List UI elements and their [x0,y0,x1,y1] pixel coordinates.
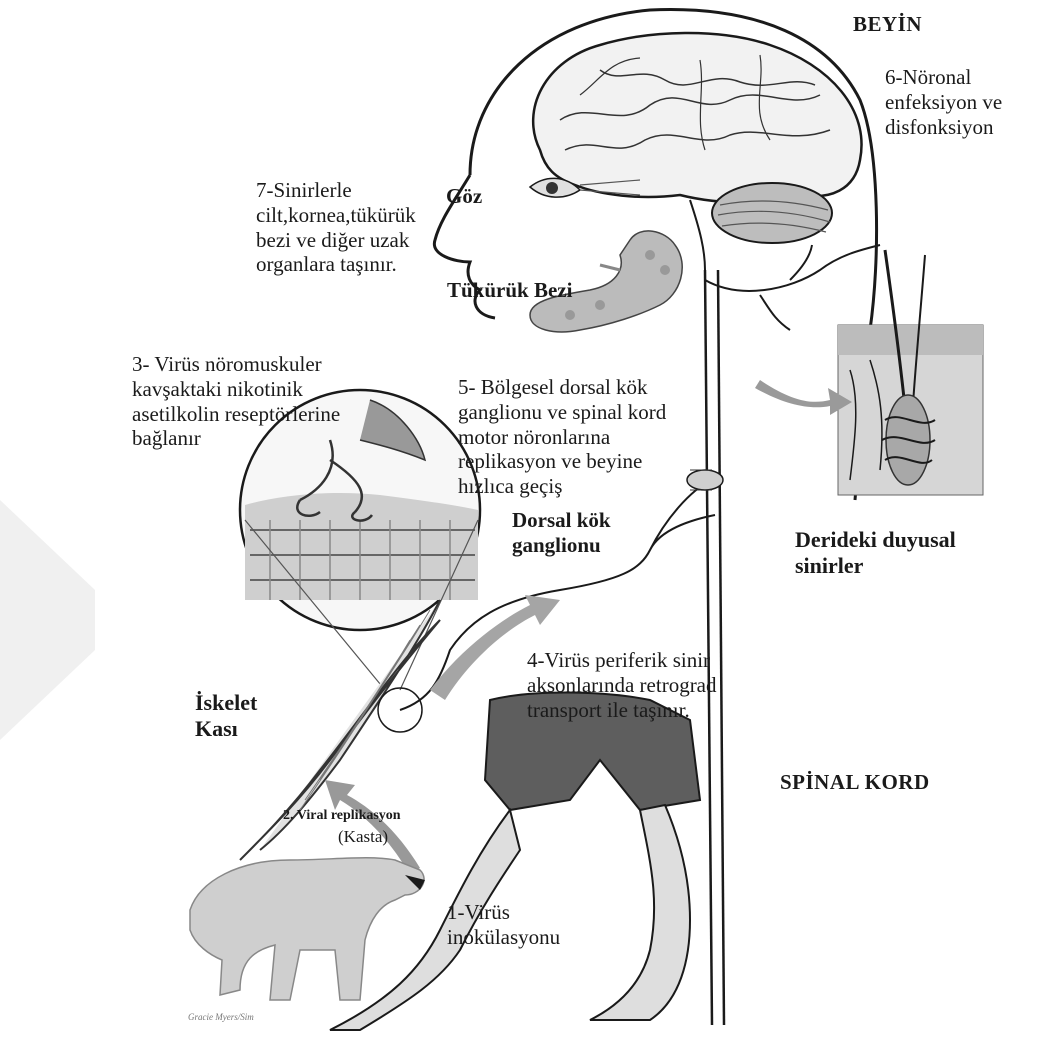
label-dorsal-kok: Dorsal kök ganglionu [512,508,611,558]
label-step3: 3- Virüs nöromuskuler kavşaktaki nikotin… [132,352,340,451]
watermark-shape [0,500,95,740]
artist-signature: Gracie Myers/Sim [188,1012,254,1023]
nerve-branches [705,245,880,330]
arrow-to-skin [755,380,852,415]
label-iskelet-kasi: İskelet Kası [195,690,257,742]
label-step4: 4-Virüs periferik sinir aksonlarında ret… [527,648,717,722]
brain [533,33,861,270]
label-step2: 2. Viral replikasyon [283,808,401,825]
label-derideki: Derideki duyusal sinirler [795,527,956,579]
label-spinal-kord: SPİNAL KORD [780,770,930,795]
label-tukuruk-bezi: Tükürük Bezi [447,278,572,303]
dorsal-root-ganglion [687,470,723,490]
wolf [190,858,425,1000]
label-step7: 7-Sinirlerle cilt,kornea,tükürük bezi ve… [256,178,416,277]
skin-section [838,250,983,495]
label-goz: Göz [446,184,482,209]
label-step2-sub: (Kasta) [338,827,388,847]
label-beyin: BEYİN [853,12,922,37]
label-step1: 1-Virüs inokülasyonu [447,900,560,950]
label-step5: 5- Bölgesel dorsal kök ganglionu ve spin… [458,375,666,499]
label-step6: 6-Nöronal enfeksiyon ve disfonksiyon [885,65,1002,139]
